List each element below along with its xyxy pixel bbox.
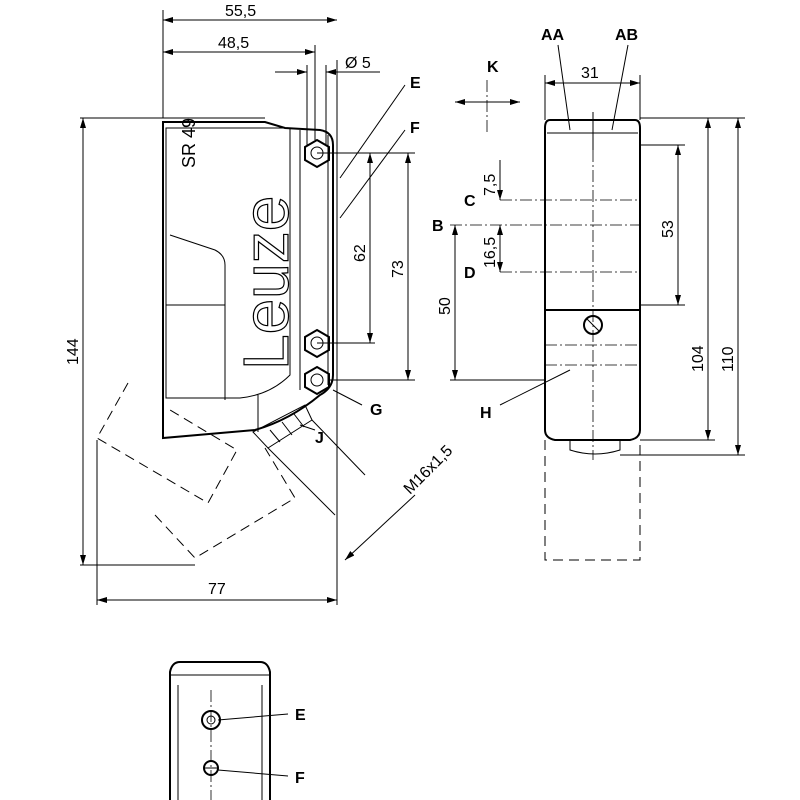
label-j: J xyxy=(315,430,324,447)
dim-height-110: 110 xyxy=(720,346,737,372)
dim-width-body: 48,5 xyxy=(218,35,249,52)
dim-height-total: 144 xyxy=(65,338,82,365)
dim-offset-d: 16,5 xyxy=(482,237,499,268)
dim-optics-53: 53 xyxy=(660,220,677,238)
brand-logo: Leuze xyxy=(230,196,302,370)
dim-hole-diameter: Ø 5 xyxy=(345,55,371,72)
dim-axis-50: 50 xyxy=(437,297,454,315)
label-k: K xyxy=(487,59,499,76)
hex-nut-icon xyxy=(304,365,330,396)
label-aa: AA xyxy=(541,27,565,44)
label-c: C xyxy=(464,193,476,210)
label-f: F xyxy=(410,120,420,137)
dim-depth-total: 77 xyxy=(208,581,226,598)
rear-label-e: E xyxy=(295,707,306,724)
rear-view: E F xyxy=(169,661,306,800)
screw-icon xyxy=(583,315,603,335)
side-view: SR 49 Leuze 55,5 48,5 Ø 5 xyxy=(65,3,456,605)
label-b: B xyxy=(432,218,444,235)
dim-thread: M16x1,5 xyxy=(401,442,456,497)
label-ab: AB xyxy=(615,27,638,44)
label-g: G xyxy=(370,402,382,419)
dim-hole-spacing-73: 73 xyxy=(390,260,407,278)
front-housing xyxy=(544,119,641,441)
cable-outline xyxy=(544,440,641,561)
label-e: E xyxy=(410,75,421,92)
rear-label-f: F xyxy=(295,770,305,787)
label-d: D xyxy=(464,265,476,282)
screw-icon xyxy=(203,760,219,776)
dim-height-104: 104 xyxy=(690,345,707,372)
dim-hole-spacing-62: 62 xyxy=(352,244,369,262)
front-view: K 31 AA AB C B D 7,5 16,5 50 xyxy=(432,27,745,561)
dim-width-total: 55,5 xyxy=(225,3,256,20)
dim-offset-c: 7,5 xyxy=(482,174,499,196)
dim-front-width: 31 xyxy=(581,65,599,82)
label-h: H xyxy=(480,405,492,422)
model-label: SR 49 xyxy=(179,118,199,168)
